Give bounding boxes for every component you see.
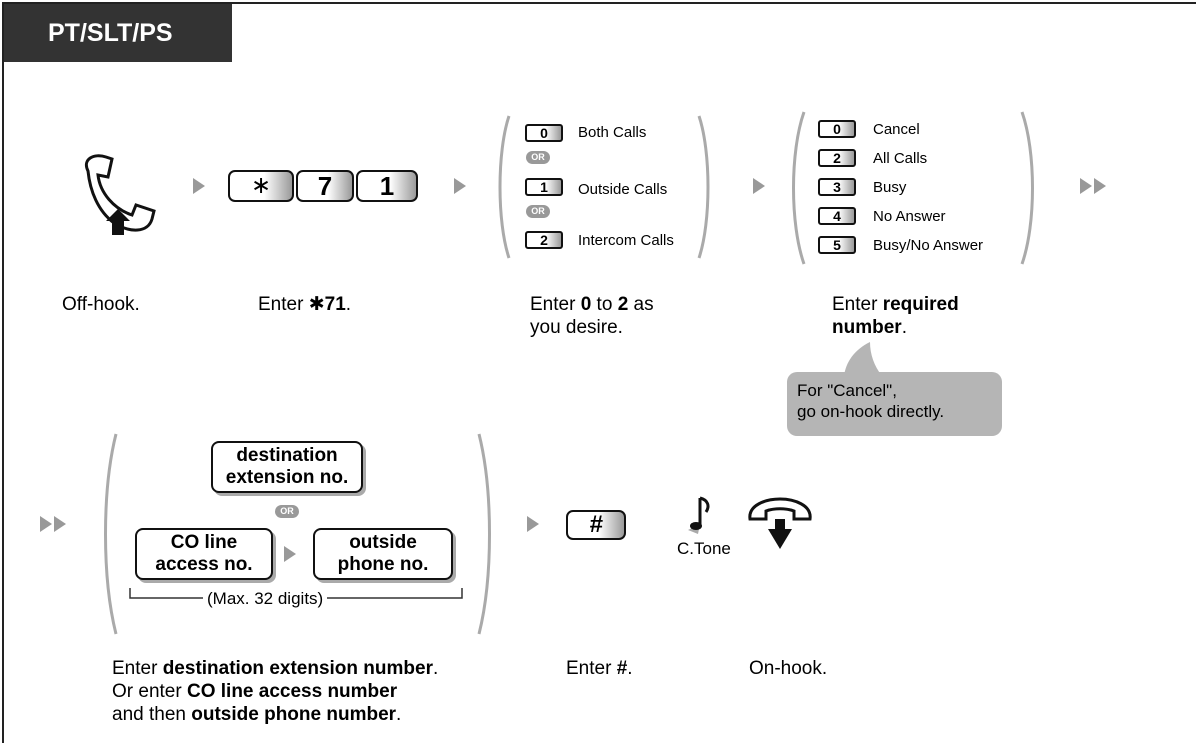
cancel-note-bubble: For "Cancel",go on-hook directly.: [787, 372, 1002, 436]
key-1: 1: [356, 170, 418, 202]
forward-label-cancel: Cancel: [873, 121, 920, 138]
calls-label-intercom: Intercom Calls: [578, 232, 674, 249]
key-star: ∗: [228, 170, 294, 202]
step-arrow-1: [193, 178, 205, 194]
confirmation-tone-icon: [688, 496, 710, 534]
calls-key-2: 2: [525, 231, 563, 249]
continue-arrow: [1094, 178, 1106, 194]
key-7: 7: [296, 170, 354, 202]
forward-options-bracket: [792, 111, 1034, 265]
forward-key-0: 0: [818, 120, 856, 138]
step-arrow-3: [753, 178, 765, 194]
continue-arrow: [54, 516, 66, 532]
caption-onhook: On-hook.: [749, 658, 828, 679]
calls-label-both: Both Calls: [578, 124, 647, 141]
calls-label-outside: Outside Calls: [578, 181, 668, 198]
calls-key-1: 1: [525, 178, 563, 196]
bubble-tail: [844, 342, 882, 376]
forward-label-busynoanswer: Busy/No Answer: [873, 237, 984, 254]
step-arrow-4: [527, 516, 539, 532]
step-arrow-co: [284, 546, 296, 562]
forward-label-noanswer: No Answer: [873, 208, 946, 225]
or-badge: OR: [526, 205, 550, 218]
ctone-label: C.Tone: [677, 539, 731, 558]
forward-label-all: All Calls: [873, 150, 928, 167]
off-hook-handset-icon: [85, 154, 156, 235]
or-badge: OR: [526, 151, 550, 164]
forward-label-busy: Busy: [873, 179, 907, 196]
continue-arrow: [1080, 178, 1092, 194]
header-tab: PT/SLT/PS: [4, 4, 232, 62]
key-hash: #: [566, 510, 626, 540]
caption-offhook: Off-hook.: [62, 294, 140, 315]
forward-key-5: 5: [818, 236, 856, 254]
caption-destination: Enter destination extension number. Or e…: [112, 658, 439, 725]
max-digits-label: (Max. 32 digits): [203, 587, 328, 610]
destination-bracket: [104, 433, 491, 635]
calls-key-0: 0: [525, 124, 563, 142]
forward-key-2: 2: [818, 149, 856, 167]
step-arrow-2: [454, 178, 466, 194]
calls-options-bracket: [498, 115, 710, 259]
continue-arrow: [40, 516, 52, 532]
caption-enter71: Enter ✱71.: [258, 294, 352, 315]
forward-key-3: 3: [818, 178, 856, 196]
caption-enter-hash: Enter #.: [566, 658, 633, 679]
forward-key-4: 4: [818, 207, 856, 225]
or-badge: OR: [275, 505, 299, 518]
on-hook-handset-icon: [748, 497, 812, 549]
